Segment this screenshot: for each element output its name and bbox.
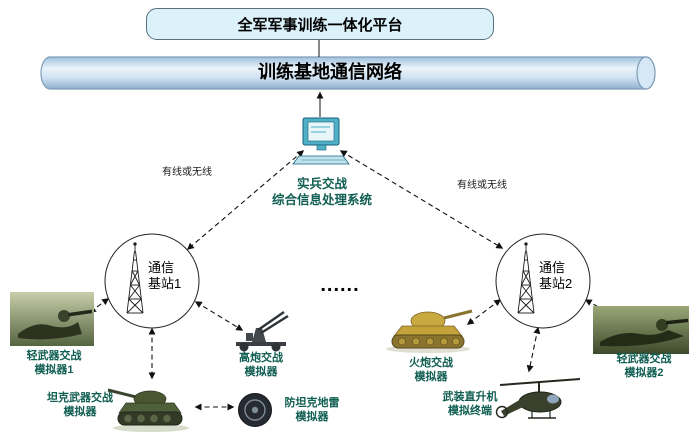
simulator-label-light-weapon-2: 轻武器交战 模拟器2 — [616, 353, 672, 380]
aa-gun-image — [236, 311, 289, 352]
tank-image — [107, 388, 189, 432]
station2-circle — [495, 233, 591, 329]
station1-circle — [104, 233, 200, 329]
soldier2-image — [593, 306, 689, 354]
stations-ellipsis: ...... — [320, 274, 360, 296]
link-station2-helicopter — [526, 326, 541, 373]
artillery-image — [386, 309, 473, 353]
link-station1-aagun — [194, 301, 244, 331]
simulator-label-aa-gun: 高炮交战 模拟器 — [239, 352, 283, 379]
link-label-left: 有线或无线 — [162, 167, 212, 178]
network-bar-label: 训练基地通信网络 — [258, 62, 402, 82]
mine-image — [238, 393, 272, 427]
link-processor-station2 — [339, 150, 504, 249]
station2-label: 通信 基站2 — [539, 260, 573, 292]
platform-title-box: 全军军事训练一体化平台 — [146, 8, 494, 40]
computer-icon — [292, 117, 350, 165]
simulator-label-helicopter: 武装直升机 模拟终端 — [442, 391, 498, 418]
link-label-right: 有线或无线 — [457, 180, 507, 191]
link-station2-artillery — [466, 299, 502, 325]
simulator-label-artillery: 火炮交战 模拟器 — [409, 357, 453, 384]
simulator-label-antitank-mine: 防坦克地雷 模拟器 — [284, 397, 340, 424]
processor-label: 实兵交战 综合信息处理系统 — [271, 177, 372, 208]
simulator-label-tank-weapon: 坦克武器交战 模拟器 — [47, 392, 113, 419]
platform-title: 全军军事训练一体化平台 — [237, 16, 403, 34]
simulator-label-light-weapon-1: 轻武器交战 模拟器1 — [26, 350, 82, 377]
soldier1-image — [10, 292, 94, 346]
station1-label: 通信 基站1 — [148, 260, 182, 292]
helicopter-image — [495, 378, 581, 419]
network-cylinder — [40, 56, 656, 90]
